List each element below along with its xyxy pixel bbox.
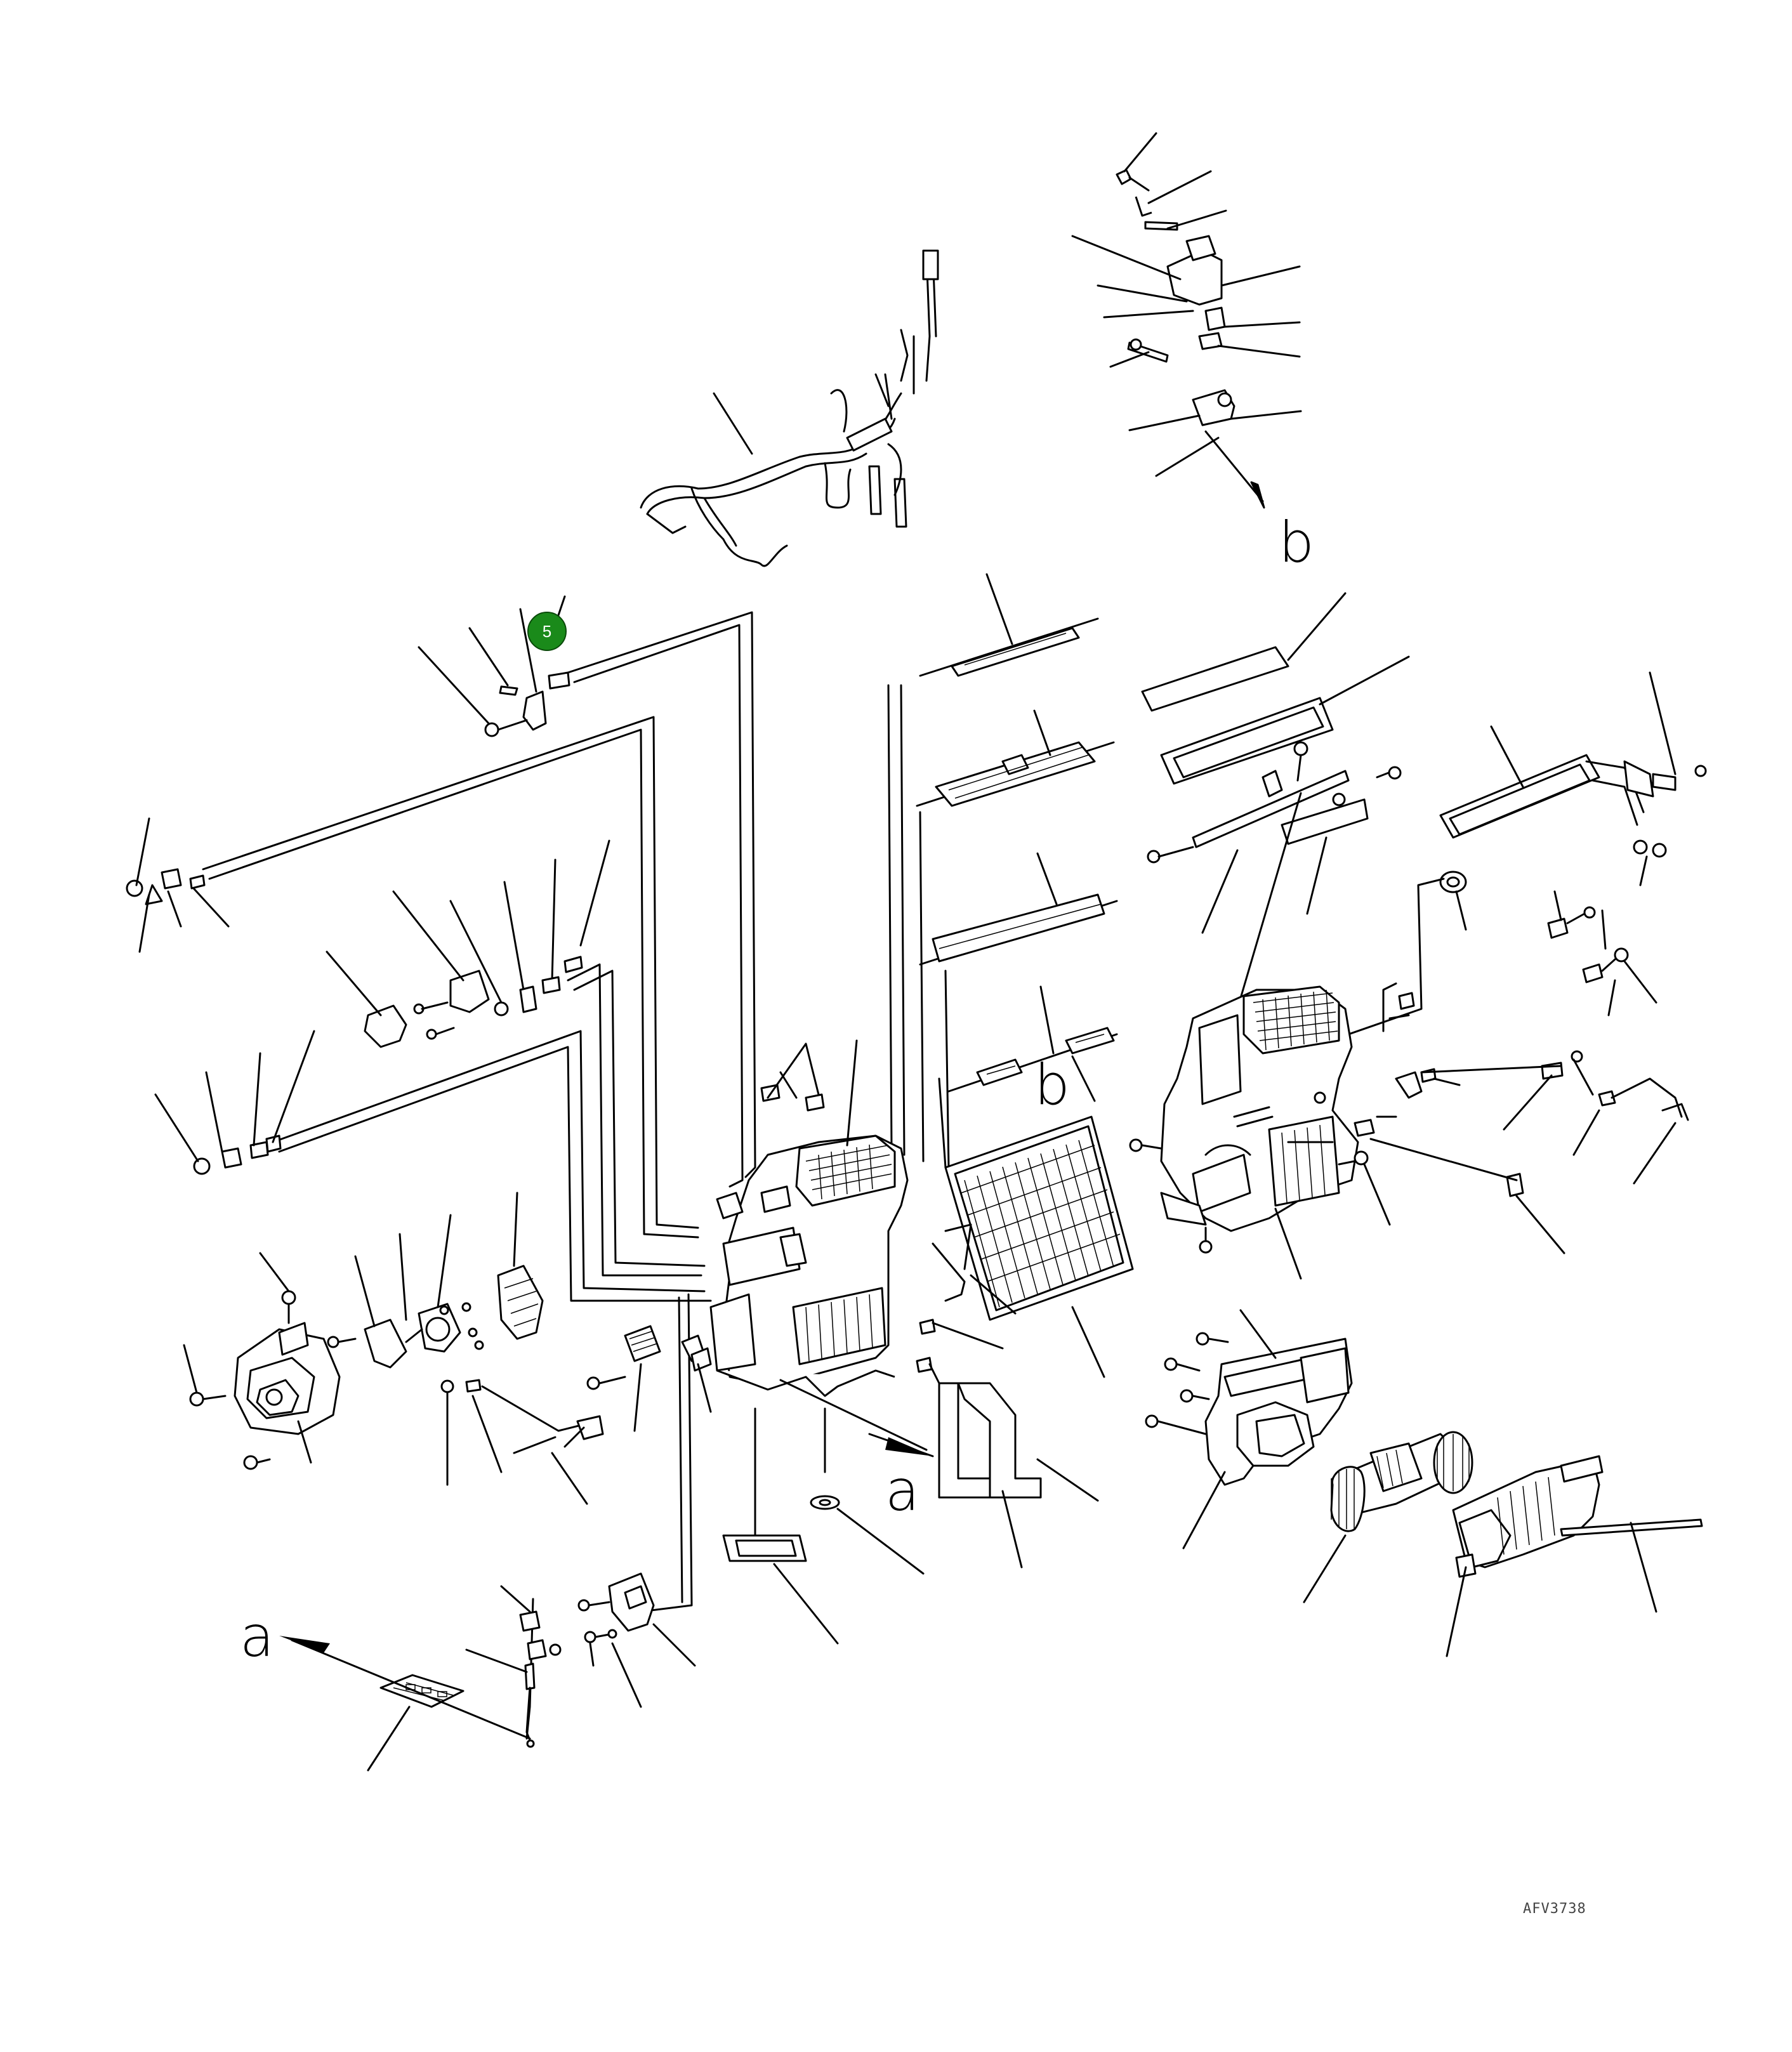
cable-end-left-top-leaders — [135, 817, 230, 953]
ac-case-leaders — [1274, 1141, 1391, 1280]
blower-lower-case[interactable] — [1452, 1455, 1703, 1578]
blower-screws-left[interactable] — [189, 1290, 357, 1470]
drain-seal[interactable] — [810, 1495, 840, 1510]
evaporator-core[interactable] — [932, 1115, 1134, 1321]
filter-bracket-leaders — [1201, 792, 1328, 1010]
heater-core-leaders — [1490, 671, 1677, 886]
drawing-code: AFV3738 — [1523, 1901, 1586, 1917]
view-letter-a-center: a — [885, 1458, 919, 1523]
flap-door-4-leaders — [1039, 985, 1096, 1102]
faceplate-leader — [367, 1706, 411, 1772]
harness-leader — [713, 392, 753, 455]
heater-core[interactable] — [1439, 754, 1707, 858]
fan-leader — [1303, 1534, 1347, 1603]
servo-leaders — [354, 1214, 452, 1327]
control-panel-leaders — [589, 1623, 696, 1708]
wiring-harness[interactable] — [640, 249, 939, 567]
valve-leader-lines — [1071, 132, 1302, 477]
control-cables[interactable] — [202, 611, 950, 1740]
flap-door-4[interactable] — [947, 1027, 1118, 1093]
temperature-sensor[interactable] — [440, 1379, 604, 1454]
arrow-a-head — [885, 1437, 933, 1456]
air-filter-frame[interactable] — [1141, 646, 1334, 785]
arrow-a-lower-head — [279, 1636, 330, 1653]
foam-seal-leaders — [1001, 1458, 1099, 1569]
blower-lower-leaders — [1446, 1522, 1657, 1657]
blower-left-leaders — [183, 1252, 312, 1464]
filter-cover-leader — [513, 1192, 518, 1267]
ac-unit-case[interactable] — [1160, 985, 1359, 1232]
flap-door-2-leader — [1033, 709, 1051, 756]
view-letter-b-center: b — [1034, 1052, 1070, 1117]
right-clip-cluster[interactable] — [1395, 890, 1689, 1197]
cable-end-left-top[interactable] — [126, 868, 206, 905]
blower-upper-leaders — [1182, 1309, 1277, 1549]
blower-motor-housing-left[interactable] — [234, 1322, 341, 1435]
actuator-lever-top[interactable] — [484, 671, 570, 737]
pipe-grommet[interactable] — [1439, 871, 1467, 893]
foam-seal-strips[interactable] — [938, 1382, 1042, 1499]
flap-door-1[interactable] — [919, 617, 1099, 677]
actuator-lever-mid[interactable] — [494, 956, 583, 1016]
sensor-probe-leaders — [465, 1585, 531, 1673]
view-letter-a-lower: a — [240, 1604, 274, 1669]
mode-actuator-leaders — [326, 839, 610, 1016]
arrow-a-lower-line — [291, 1639, 531, 1740]
case-leaders — [697, 1039, 1004, 1556]
actuator-top-leaders — [418, 608, 537, 725]
control-panel-module[interactable] — [549, 1572, 655, 1656]
mode-actuator[interactable] — [364, 970, 490, 1048]
gasket-frame[interactable] — [722, 1534, 807, 1562]
heater-valve-assembly[interactable] — [1116, 169, 1265, 509]
view-letter-b-top: b — [1279, 510, 1314, 575]
flap-door-2[interactable] — [916, 741, 1115, 807]
flap-door-1-leader — [985, 573, 1013, 645]
flap-door-3[interactable] — [919, 893, 1118, 966]
callout-5-label: 5 — [543, 622, 551, 641]
resistor-leader — [633, 1363, 642, 1432]
filter-leaders — [1287, 592, 1410, 706]
blower-screws-right[interactable] — [1145, 1332, 1229, 1435]
blower-resistor[interactable] — [586, 1325, 661, 1390]
cable-end-left-bottom-leaders — [154, 1030, 315, 1162]
blower-fan-motor[interactable] — [1330, 1431, 1473, 1532]
cable-end-left-bottom[interactable] — [193, 1135, 282, 1175]
flap-door-3-leader — [1036, 852, 1058, 905]
blower-upper-case[interactable] — [1204, 1338, 1353, 1486]
servo-motor-assembly[interactable] — [364, 1302, 484, 1369]
gasket-leader — [773, 1563, 839, 1645]
sensor-leaders — [446, 1391, 588, 1505]
callout-5[interactable]: 5 — [527, 595, 567, 651]
filter-bracket[interactable] — [1147, 741, 1402, 864]
control-panel-faceplate[interactable] — [379, 1674, 464, 1708]
drain-seal-leader — [836, 1508, 925, 1575]
right-clip-leaders — [1369, 909, 1677, 1254]
grommet-leader — [1455, 890, 1467, 931]
evaporator-leaders — [970, 1274, 1105, 1378]
heater-unit-case[interactable] — [709, 1135, 909, 1397]
ac-case-screws[interactable] — [1129, 1119, 1375, 1254]
sensor-probe[interactable] — [519, 1610, 547, 1748]
filter-cover[interactable] — [497, 1265, 544, 1340]
